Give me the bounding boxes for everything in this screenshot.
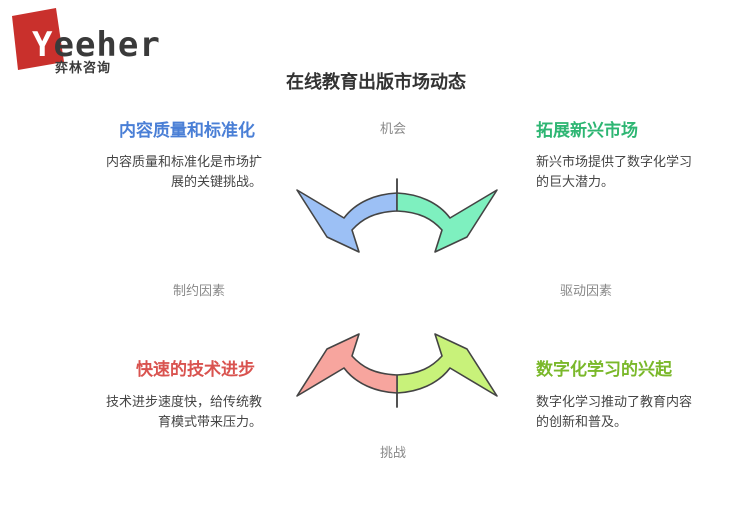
heading-content-quality: 内容质量和标准化	[119, 121, 255, 141]
desc-tech-advance: 技术进步速度快，给传统教 育模式带来压力。	[66, 393, 262, 433]
logo-badge-shape	[12, 8, 64, 70]
desc-content-quality: 内容质量和标准化是市场扩 展的关键挑战。	[66, 153, 262, 193]
desc-content-quality-line1: 内容质量和标准化是市场扩	[105, 155, 262, 170]
logo-wordmark: Yeeher	[32, 26, 161, 64]
page-title: 在线教育出版市场动态	[286, 72, 466, 93]
segment-bottom-right	[396, 333, 498, 408]
logo-wordmark-rest: eeher	[53, 25, 161, 65]
logo-wordmark-first: Y	[32, 25, 54, 65]
desc-digital-learning: 数字化学习推动了教育内容 的创新和普及。	[536, 393, 732, 433]
desc-digital-learning-line1: 数字化学习推动了教育内容	[536, 395, 693, 410]
segment-top-left	[296, 178, 398, 253]
logo-badge-fill	[12, 8, 64, 70]
desc-tech-advance-line1: 技术进步速度快，给传统教	[105, 395, 262, 410]
segment-bottom-left	[296, 333, 398, 408]
axis-label-constraints: 制约因素	[173, 284, 226, 299]
segment-top-right	[396, 178, 498, 253]
heading-digital-learning: 数字化学习的兴起	[536, 360, 672, 380]
axis-label-drivers: 驱动因素	[560, 284, 613, 299]
desc-content-quality-line2: 展的关键挑战。	[170, 175, 262, 190]
axis-label-opportunity: 机会	[380, 122, 407, 137]
desc-digital-learning-line2: 的创新和普及。	[536, 415, 628, 430]
company-logo: Yeeher 弈林咨询	[8, 8, 161, 80]
desc-emerging-markets-line2: 的巨大潜力。	[536, 175, 615, 190]
logo-subtitle: 弈林咨询	[55, 61, 112, 76]
desc-emerging-markets: 新兴市场提供了数字化学习 的巨大潜力。	[536, 153, 732, 193]
desc-tech-advance-line2: 育模式带来压力。	[157, 415, 262, 430]
heading-emerging-markets: 拓展新兴市场	[536, 121, 638, 141]
axis-label-challenge: 挑战	[380, 446, 407, 461]
heading-tech-advance: 快速的技术进步	[136, 360, 255, 380]
desc-emerging-markets-line1: 新兴市场提供了数字化学习	[536, 155, 693, 170]
